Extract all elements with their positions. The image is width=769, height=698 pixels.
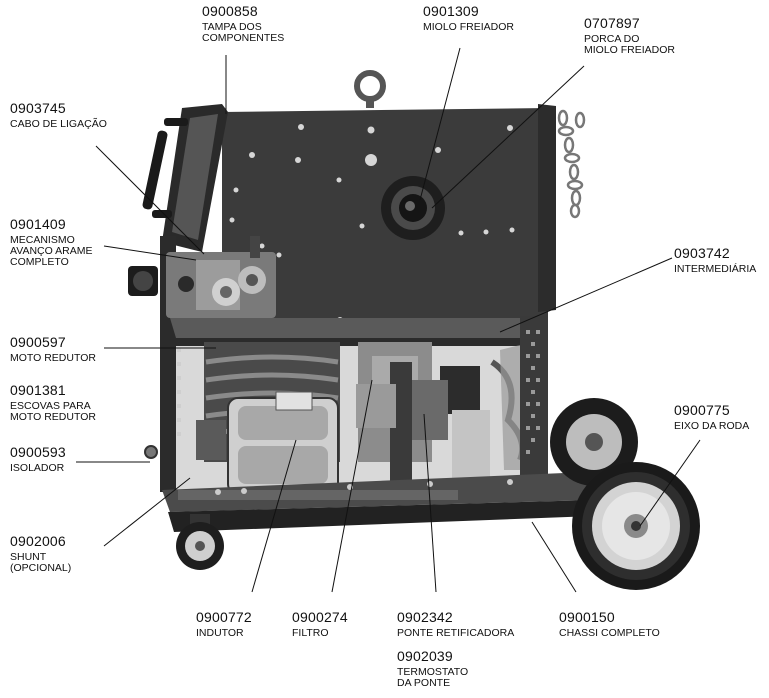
part-code: 0902342 bbox=[397, 609, 453, 625]
label-intermediaria: 0903742 INTERMEDIÁRIA bbox=[674, 246, 756, 275]
part-name-line: TERMOSTATO bbox=[397, 665, 469, 678]
leader-intermediaria bbox=[499, 257, 673, 333]
part-code: 0900775 bbox=[674, 402, 730, 418]
part-code: 0900772 bbox=[196, 609, 252, 625]
chassis bbox=[162, 472, 594, 532]
part-code: 0707897 bbox=[584, 15, 640, 31]
part-name-line: INDUTOR bbox=[196, 626, 244, 639]
part-code: 0901309 bbox=[423, 3, 479, 19]
leader-cabo bbox=[95, 145, 205, 255]
leader-filtro bbox=[331, 379, 373, 593]
part-name-line: (OPCIONAL) bbox=[10, 561, 72, 574]
label-filtro: 0900274 FILTRO bbox=[292, 610, 348, 639]
leader-ponte bbox=[423, 413, 437, 593]
part-name-line: COMPONENTES bbox=[202, 31, 285, 44]
label-cabo: 0903745 CABO DE LIGAÇÃO bbox=[10, 101, 107, 130]
part-name-line: MOTO REDUTOR bbox=[10, 351, 96, 364]
part-name-line: MOTO REDUTOR bbox=[10, 410, 96, 423]
part-code: 0902006 bbox=[10, 533, 66, 549]
part-name-line: CHASSI COMPLETO bbox=[559, 626, 660, 639]
part-name-line: EIXO DA RODA bbox=[674, 419, 750, 432]
leader-mecanismo bbox=[103, 245, 197, 261]
label-isolador: 0900593 ISOLADOR bbox=[10, 445, 66, 474]
chain bbox=[557, 109, 586, 219]
part-name-line: MECANISMO bbox=[10, 233, 75, 246]
part-name-line: CABO DE LIGAÇÃO bbox=[10, 117, 107, 130]
part-code: 0903745 bbox=[10, 100, 66, 116]
isolator-knob bbox=[144, 445, 158, 459]
components-cover bbox=[142, 104, 228, 252]
label-indutor: 0900772 INDUTOR bbox=[196, 610, 252, 639]
part-name-line: SHUNT bbox=[10, 550, 47, 563]
leader-shunt bbox=[103, 477, 191, 547]
part-code: 0902039 bbox=[397, 648, 453, 664]
label-chassi: 0900150 CHASSI COMPLETO bbox=[559, 610, 660, 639]
middle-shelf bbox=[170, 318, 548, 346]
rear-wheel bbox=[550, 398, 638, 486]
lifting-eye bbox=[354, 70, 386, 108]
part-code: 0901381 bbox=[10, 382, 66, 398]
front-wheel bbox=[572, 462, 700, 590]
part-name-line: ISOLADOR bbox=[10, 461, 65, 474]
part-code: 0900274 bbox=[292, 609, 348, 625]
part-name-line: MIOLO FREIADOR bbox=[584, 43, 676, 56]
part-name-line: INTERMEDIÁRIA bbox=[674, 262, 757, 275]
label-moto: 0900597 MOTO REDUTOR bbox=[10, 335, 96, 364]
leader-lines bbox=[76, 47, 701, 593]
leader-eixo bbox=[639, 439, 701, 527]
rectifier-bracket bbox=[356, 362, 448, 498]
part-code: 0900593 bbox=[10, 444, 66, 460]
leader-porca bbox=[431, 65, 585, 209]
part-name-line: DA PONTE bbox=[397, 676, 451, 689]
wire-feeder bbox=[128, 236, 276, 318]
leader-indutor bbox=[251, 439, 297, 593]
part-code: 0900858 bbox=[202, 3, 258, 19]
leader-miolo bbox=[419, 47, 461, 201]
part-name-line: COMPLETO bbox=[10, 255, 69, 268]
part-name-line: AVANÇO ARAME bbox=[10, 244, 93, 257]
part-name-line: PORCA DO bbox=[584, 32, 640, 45]
part-name-line: MIOLO FREIADOR bbox=[423, 20, 515, 33]
label-ponte: 0902342 PONTE RETIFICADORA bbox=[397, 610, 514, 639]
caster-wheel bbox=[176, 514, 224, 570]
part-code: 0900597 bbox=[10, 334, 66, 350]
leader-chassi bbox=[531, 521, 577, 593]
label-miolo: 0901309 MIOLO FREIADOR bbox=[423, 4, 514, 33]
part-name-line: TAMPA DOS bbox=[202, 20, 262, 33]
label-eixo: 0900775 EIXO DA RODA bbox=[674, 403, 749, 432]
part-name-line: ESCOVAS PARA bbox=[10, 399, 91, 412]
label-shunt: 0902006 SHUNT(OPCIONAL) bbox=[10, 534, 71, 574]
inductor-body bbox=[196, 391, 339, 495]
part-code: 0900150 bbox=[559, 609, 615, 625]
part-name-line: PONTE RETIFICADORA bbox=[397, 626, 515, 639]
brake-hub bbox=[381, 176, 445, 240]
right-frame bbox=[177, 316, 548, 492]
part-name-line: FILTRO bbox=[292, 626, 329, 639]
part-code: 0903742 bbox=[674, 245, 730, 261]
part-code: 0901409 bbox=[10, 216, 66, 232]
